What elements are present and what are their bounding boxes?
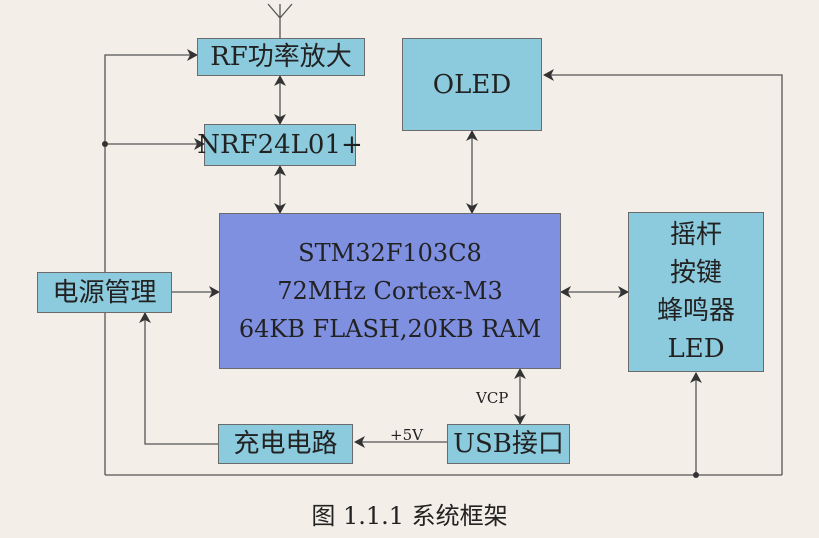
power-management-block: 电源管理 — [37, 272, 172, 313]
button-label: 按键 — [669, 258, 722, 288]
vcp-label: VCP — [476, 389, 509, 407]
nrf24l01-label: NRF24L01+ — [197, 130, 363, 160]
charge-circuit-block: 充电电路 — [218, 424, 353, 464]
antenna-icon — [267, 3, 293, 40]
oled-block: OLED — [402, 38, 542, 131]
mcu-model: STM32F103C8 — [298, 239, 482, 267]
power-management-label: 电源管理 — [52, 277, 157, 308]
buzzer-label: 蜂鸣器 — [656, 296, 735, 326]
mcu-core: 72MHz Cortex-M3 — [277, 277, 503, 305]
mcu-memory: 64KB FLASH,20KB RAM — [238, 315, 542, 343]
io-block: 摇杆 按键 蜂鸣器 LED — [628, 212, 764, 372]
charge-circuit-label: 充电电路 — [233, 429, 338, 459]
rf-amplifier-block: RF功率放大 — [197, 38, 365, 76]
usb-interface-label: USB接口 — [453, 429, 564, 459]
figure-caption: 图 1.1.1 系统框架 — [311, 502, 508, 530]
plus5v-label: +5V — [390, 426, 423, 444]
oled-label: OLED — [432, 69, 512, 100]
usb-interface-block: USB接口 — [447, 424, 570, 464]
led-label: LED — [667, 334, 725, 364]
mcu-block: STM32F103C8 72MHz Cortex-M3 64KB FLASH,2… — [219, 213, 561, 369]
rf-amplifier-label: RF功率放大 — [210, 42, 352, 72]
nrf24l01-block: NRF24L01+ — [197, 124, 363, 166]
joystick-label: 摇杆 — [669, 220, 722, 250]
